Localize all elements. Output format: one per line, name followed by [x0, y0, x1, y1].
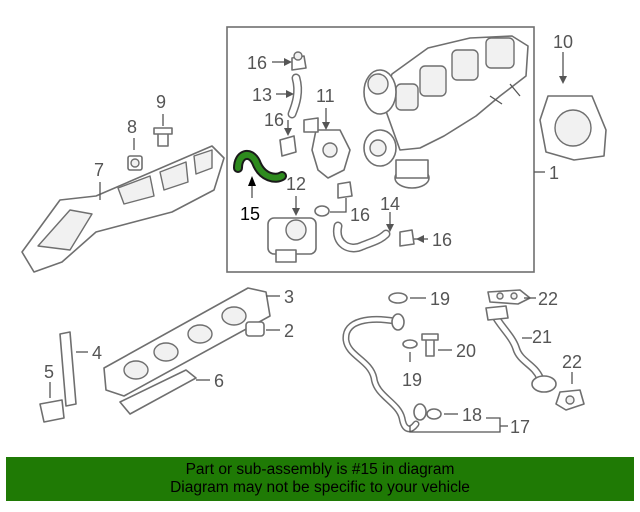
callout-1: 1: [549, 163, 559, 183]
part-15-hose-highlight-fill: [235, 151, 285, 181]
callout-15: 15: [240, 204, 260, 224]
callout-2: 2: [284, 321, 294, 341]
callout-17: 17: [510, 417, 530, 437]
part-1-turbocharger[interactable]: [363, 35, 529, 189]
part-2-nut[interactable]: [245, 321, 265, 337]
part-5-bracket[interactable]: [39, 399, 65, 423]
part-7-heat-shield[interactable]: [21, 145, 225, 273]
callout-16c: 16: [350, 205, 370, 225]
callout-16a: 16: [247, 53, 267, 73]
part-16-clip-mid[interactable]: [279, 135, 297, 157]
callout-3: 3: [284, 287, 294, 307]
callout-20: 20: [456, 341, 476, 361]
part-19-washer-bottom[interactable]: [402, 339, 418, 349]
callout-22a: 22: [538, 289, 558, 309]
banner-line-1: Part or sub-assembly is #15 in diagram: [185, 461, 455, 478]
part-12-valve[interactable]: [267, 217, 317, 263]
callout-9: 9: [156, 92, 166, 112]
turbo-assembly-box: [226, 26, 535, 273]
callout-6: 6: [214, 371, 224, 391]
part-18-washer[interactable]: [426, 408, 442, 420]
part-9-stud[interactable]: [153, 127, 173, 147]
part-11-actuator[interactable]: [311, 129, 351, 179]
callout-22b: 22: [562, 352, 582, 372]
part-16-clip-right[interactable]: [337, 181, 353, 199]
part-20-banjo-bolt[interactable]: [421, 333, 439, 357]
callout-11: 11: [316, 86, 335, 106]
part-4-bracket[interactable]: [59, 331, 77, 407]
callout-7: 7: [94, 160, 104, 180]
part-10-gasket[interactable]: [539, 95, 607, 161]
footer-banner: Part or sub-assembly is #15 in diagram D…: [6, 457, 634, 501]
callout-19b: 19: [402, 370, 422, 390]
part-6-shield[interactable]: [119, 369, 197, 415]
callout-14: 14: [380, 194, 400, 214]
part-22-gasket-top[interactable]: [487, 289, 531, 305]
callout-10: 10: [553, 32, 573, 52]
part-16-clip-bottom[interactable]: [399, 229, 415, 247]
callout-8: 8: [127, 117, 137, 137]
part-washer[interactable]: [314, 205, 330, 217]
callout-16d: 16: [432, 230, 452, 250]
callout-5: 5: [44, 362, 54, 382]
callout-13: 13: [252, 85, 272, 105]
callout-4: 4: [92, 343, 102, 363]
callout-19a: 19: [430, 289, 450, 309]
callout-12: 12: [286, 174, 306, 194]
banner-line-2: Diagram may not be specific to your vehi…: [170, 479, 470, 496]
part-16-clip-top[interactable]: [291, 51, 307, 71]
part-19-washer-top[interactable]: [388, 292, 408, 304]
callout-21: 21: [532, 327, 552, 347]
part-8-nut[interactable]: [127, 155, 143, 171]
callout-18: 18: [462, 405, 482, 425]
callout-16b: 16: [264, 110, 284, 130]
part-22-gasket-bottom[interactable]: [555, 389, 585, 411]
part-3-gasket[interactable]: [103, 287, 271, 397]
part-16-clip-mid2[interactable]: [303, 117, 319, 133]
